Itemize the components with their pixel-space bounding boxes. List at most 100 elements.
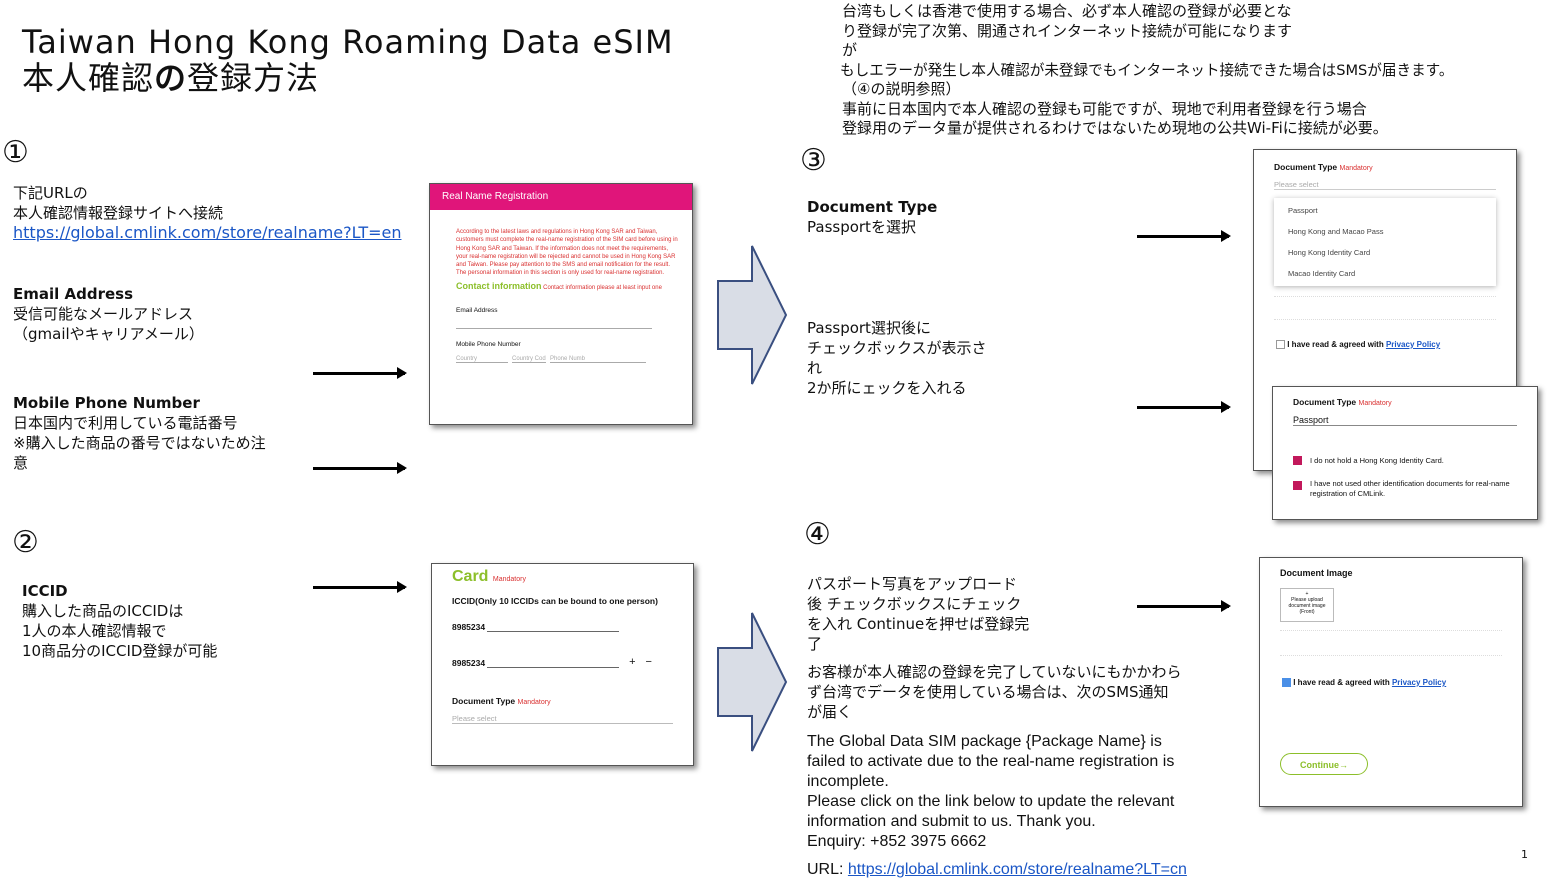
big-arrow-1 bbox=[717, 245, 788, 385]
sms-line: が届く bbox=[807, 703, 853, 721]
iccid-value: 8985234 bbox=[452, 658, 486, 668]
email-label: Email Address bbox=[456, 306, 498, 314]
country-code-input[interactable]: Country Cod bbox=[512, 355, 546, 363]
option-hk-id-card[interactable]: Hong Kong Identity Card bbox=[1288, 248, 1371, 257]
passport-checks-screenshot: Document Type Mandatory Passport I do no… bbox=[1272, 386, 1538, 520]
iccid-input-1[interactable] bbox=[487, 622, 620, 632]
agree-checkbox-checked[interactable] bbox=[1282, 678, 1291, 688]
document-image-label: Document Image bbox=[1280, 568, 1353, 578]
step-1-intro: 下記URLの 本人確認情報登録サイトへ接続 https://global.cml… bbox=[13, 183, 401, 243]
title-part: 登録方法 bbox=[187, 59, 320, 97]
iccid-row-1: 8985234 bbox=[432, 606, 693, 632]
title-line-1: Taiwan Hong Kong Roaming Data eSIM bbox=[22, 23, 674, 61]
card-form-screenshot: Card Mandatory ICCID(Only 10 ICCIDs can … bbox=[431, 563, 694, 766]
doctype-selected[interactable]: Passport bbox=[1293, 415, 1517, 426]
phone-title: Mobile Phone Number bbox=[13, 394, 200, 412]
page-number: 1 bbox=[1521, 848, 1528, 861]
iccid-input-2[interactable] bbox=[487, 667, 620, 668]
iccid-title: ICCID bbox=[22, 582, 68, 600]
doctype-line: Passportを選択 bbox=[807, 218, 916, 236]
doctype-select[interactable]: Please select bbox=[1274, 180, 1496, 190]
agree-text: I have read & agreed with bbox=[1287, 340, 1386, 349]
note-line: もしエラーが発生し本人確認が未登録でもインターネット接続できた場合はSMSが届き… bbox=[840, 61, 1454, 79]
iccid-line: 10商品分のICCID登録が可能 bbox=[22, 642, 218, 660]
arrow-email bbox=[313, 367, 407, 379]
check-text: I have not used other identification doc… bbox=[1310, 479, 1510, 498]
doctype-label-row: Document Type Mandatory bbox=[1254, 150, 1516, 172]
privacy-policy-link[interactable]: Privacy Policy bbox=[1391, 678, 1447, 687]
contact-info-row: Contact information Contact information … bbox=[430, 278, 692, 293]
doctype-label: Document Type bbox=[1274, 162, 1338, 172]
upload-line: パスポート写真をアップロード bbox=[807, 575, 1018, 593]
sms-message-line: failed to activate due to the real-name … bbox=[807, 753, 1175, 770]
title-part: 本人確認 bbox=[22, 59, 155, 97]
contact-note: Contact information please at least inpu… bbox=[543, 284, 662, 291]
check-text: I do not hold a Hong Kong Identity Card. bbox=[1310, 456, 1444, 465]
upload-description: パスポート写真をアップロード 後 チェックボックスにチェック を入れ Conti… bbox=[807, 574, 1029, 654]
sms-line: ず台湾でデータを使用している場合は、次のSMS通知 bbox=[807, 683, 1169, 701]
agree-checkbox[interactable] bbox=[1276, 340, 1285, 350]
title-line-2: 本人確認の登録方法 bbox=[22, 60, 674, 96]
remove-iccid-button[interactable]: − bbox=[645, 656, 652, 668]
phone-number-input[interactable]: Phone Numb bbox=[550, 356, 646, 363]
iccid-label: ICCID(Only 10 ICCIDs can be bound to one… bbox=[452, 596, 658, 606]
note-line: 台湾もしくは香港で使用する場合、必ず本人確認の登録が必要とな bbox=[842, 2, 1292, 20]
note-line: が bbox=[842, 41, 858, 59]
phone-inputs: Country Country Cod Phone Numb bbox=[430, 348, 692, 363]
doctype-select[interactable]: Please select bbox=[452, 714, 673, 724]
passport-description: Passport選択後に チェックボックスが表示さ れ 2か所にェックを入れる bbox=[807, 318, 987, 398]
check-row-1: I do not hold a Hong Kong Identity Card. bbox=[1273, 426, 1537, 465]
privacy-policy-link[interactable]: Privacy Policy bbox=[1385, 340, 1441, 349]
step-1-intro-line: 下記URLの bbox=[13, 184, 88, 202]
arrow-doctype bbox=[1137, 230, 1231, 242]
big-arrow-2 bbox=[717, 612, 788, 752]
passport-line: チェックボックスが表示さ bbox=[807, 339, 987, 357]
sms-message-line: Please click on the link below to update… bbox=[807, 793, 1175, 810]
note-line: （④の説明参照） bbox=[842, 80, 961, 98]
option-hk-macao-pass[interactable]: Hong Kong and Macao Pass bbox=[1288, 227, 1384, 236]
phone-description: Mobile Phone Number 日本国内で利用している電話番号 ※購入し… bbox=[13, 393, 266, 473]
faint-instructions bbox=[1274, 296, 1496, 320]
email-title: Email Address bbox=[13, 285, 134, 303]
doctype-label-row: Document Type Mandatory bbox=[1273, 387, 1537, 407]
mandatory-tag: Mandatory bbox=[517, 699, 551, 706]
upload-box-text: Please upload document image (Front) bbox=[1288, 597, 1326, 615]
notes-block: 台湾もしくは香港で使用する場合、必ず本人確認の登録が必要とな り登録が完了次第、… bbox=[840, 2, 1557, 139]
faint-instructions bbox=[1280, 630, 1502, 656]
realname-url-link[interactable]: https://global.cmlink.com/store/realname… bbox=[13, 223, 402, 242]
mandatory-tag: Mandatory bbox=[1339, 165, 1373, 172]
sms-url-link[interactable]: https://global.cmlink.com/store/realname… bbox=[847, 861, 1187, 878]
email-line: （gmailやキャリアメール） bbox=[13, 325, 204, 343]
phone-line: ※購入した商品の番号ではないため注 bbox=[13, 434, 266, 452]
note-line: 登録用のデータ量が提供されるわけではないため現地の公共Wi-Fiに接続が必要。 bbox=[842, 119, 1388, 137]
sms-line: お客様が本人確認の登録を完了していないにもかかわら bbox=[807, 663, 1182, 681]
upload-box[interactable]: + Please upload document image (Front) bbox=[1280, 588, 1334, 622]
option-passport[interactable]: Passport bbox=[1288, 206, 1318, 215]
passport-line: Passport選択後に bbox=[807, 319, 931, 337]
sms-message: The Global Data SIM package {Package Nam… bbox=[807, 732, 1187, 880]
add-iccid-button[interactable]: + bbox=[629, 656, 636, 668]
option-macao-id-card[interactable]: Macao Identity Card bbox=[1288, 269, 1356, 278]
realname-form-screenshot: Real Name Registration According to the … bbox=[429, 183, 693, 425]
continue-button[interactable]: Continue→ bbox=[1280, 753, 1368, 776]
title-part: の bbox=[154, 59, 188, 97]
iccid-line: 購入した商品のICCIDは bbox=[22, 602, 184, 620]
step-3-number: ③ bbox=[800, 143, 827, 178]
doctype-row: Document Type Mandatory bbox=[432, 668, 693, 706]
doctype-title: Document Type bbox=[807, 198, 938, 216]
checkbox-checked[interactable] bbox=[1293, 456, 1302, 465]
arrow-passport bbox=[1137, 401, 1231, 413]
doctype-label: Document Type bbox=[452, 696, 516, 706]
email-description: Email Address 受信可能なメールアドレス （gmailやキャリアメー… bbox=[13, 284, 204, 344]
mandatory-tag: Mandatory bbox=[1358, 400, 1392, 407]
realname-notice: According to the latest laws and regulat… bbox=[456, 229, 678, 277]
realname-header: Real Name Registration bbox=[430, 184, 692, 210]
upload-plus-icon: + bbox=[1305, 591, 1309, 597]
check-row-2: I have not used other identification doc… bbox=[1273, 465, 1537, 499]
country-select[interactable]: Country bbox=[456, 356, 508, 363]
agree-row: I have read & agreed with Privacy Policy bbox=[1254, 320, 1516, 350]
checkbox-checked[interactable] bbox=[1293, 481, 1302, 490]
iccid-line: 1人の本人確認情報で bbox=[22, 622, 167, 640]
email-input[interactable] bbox=[456, 327, 652, 329]
sms-description: お客様が本人確認の登録を完了していないにもかかわら ず台湾でデータを使用している… bbox=[807, 662, 1182, 722]
